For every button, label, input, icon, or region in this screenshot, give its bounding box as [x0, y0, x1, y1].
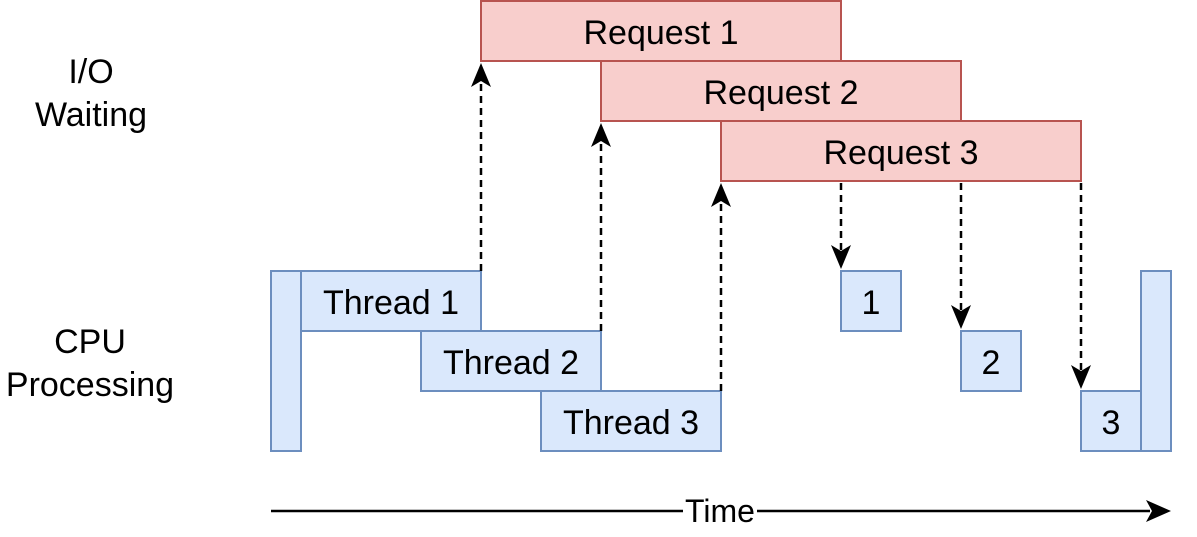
main-thread-bar-start: [270, 270, 302, 452]
io-label-line2: Waiting: [35, 96, 147, 134]
request-box-2: Request 2: [600, 60, 962, 122]
cpu-label-line2: Processing: [6, 366, 174, 404]
thread-1-label: Thread 1: [323, 284, 459, 322]
callback-3-label: 3: [1102, 404, 1121, 442]
request-box-1: Request 1: [480, 0, 842, 62]
arrow-thread2-to-request2: [591, 123, 611, 331]
arrow-request2-to-callback2: [951, 183, 971, 329]
callback-2-label: 2: [982, 344, 1001, 382]
arrow-request1-to-callback1: [831, 183, 851, 269]
request-3-label: Request 3: [824, 134, 979, 172]
request-2-label: Request 2: [704, 74, 859, 112]
request-box-3: Request 3: [720, 120, 1082, 182]
io-label-line1: I/O: [68, 53, 113, 91]
thread-3-label: Thread 3: [563, 404, 699, 442]
thread-box-1: Thread 1: [300, 270, 482, 332]
request-1-label: Request 1: [584, 14, 739, 52]
arrow-thread3-to-request3: [711, 183, 731, 391]
callback-box-3: 3: [1080, 390, 1142, 452]
arrow-request3-to-callback3: [1071, 183, 1091, 389]
cpu-label-line1: CPU: [54, 323, 126, 361]
time-axis: Time: [271, 493, 1171, 529]
main-thread-bar-end: [1140, 270, 1172, 452]
time-axis-label: Time: [685, 493, 755, 529]
callback-box-2: 2: [960, 330, 1022, 392]
arrow-thread1-to-request1: [471, 63, 491, 271]
callback-1-label: 1: [862, 284, 881, 322]
callback-box-1: 1: [840, 270, 902, 332]
thread-box-3: Thread 3: [540, 390, 722, 452]
thread-2-label: Thread 2: [443, 344, 579, 382]
thread-box-2: Thread 2: [420, 330, 602, 392]
